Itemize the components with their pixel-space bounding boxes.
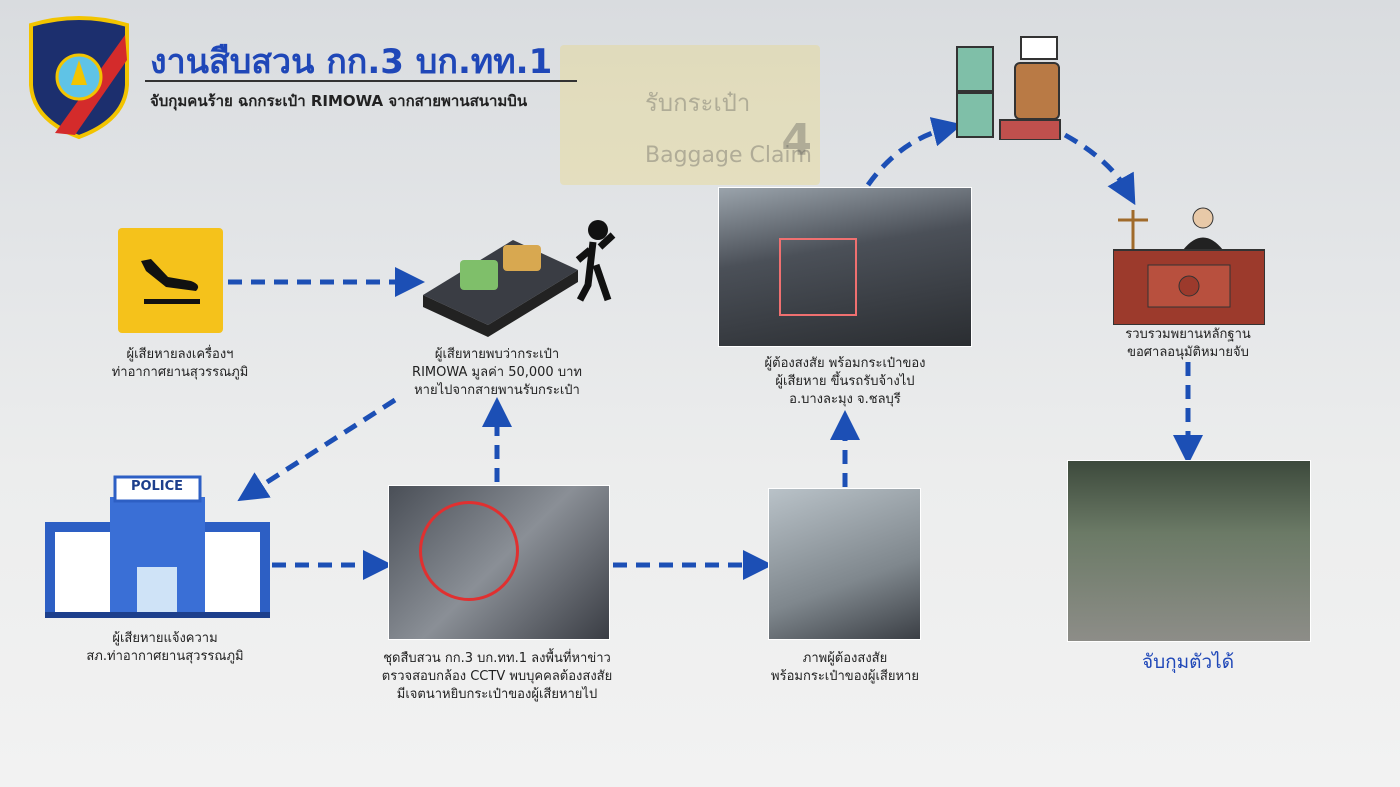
step-1-caption: ผู้เสียหายลงเครื่องฯท่าอากาศยานสุวรรณภูม…: [111, 347, 249, 380]
step-4-caption: ชุดสืบสวน กก.3 บก.ทท.1 ลงพื้นที่หาข่าวตร…: [381, 651, 613, 702]
step-7-caption: รวบรวมพยานหลักฐานขอศาลอนุมัติหมายจับ: [1125, 327, 1251, 360]
step-5-caption: ภาพผู้ต้องสงสัยพร้อมกระเป๋าของผู้เสียหาย: [771, 651, 919, 684]
tourist-police-logo: [29, 16, 129, 140]
sign-english: Baggage Claim: [645, 143, 812, 168]
highlight-circle: [419, 501, 519, 601]
arrow-docs-judge: [1063, 132, 1136, 206]
police-sign: POLICE: [130, 479, 184, 494]
sign-number: 4: [781, 115, 812, 166]
step-8-caption: จับกุมตัวได้: [1141, 651, 1235, 673]
judge-court-icon: [1113, 207, 1265, 325]
suspect-photo[interactable]: [768, 488, 921, 640]
title-divider: [145, 80, 577, 82]
page-subtitle: จับกุมคนร้าย ฉกกระเป๋า RIMOWA จากสายพานส…: [150, 92, 528, 110]
plane-landing-icon: [118, 228, 223, 333]
taxi-cctv-photo[interactable]: [718, 187, 972, 347]
police-station-icon: [45, 475, 270, 618]
evidence-documents-icon: [956, 36, 1061, 140]
step-6-caption: ผู้ต้องสงสัย พร้อมกระเป๋าของผู้เสียหาย ข…: [764, 356, 926, 407]
arrow-2-3: [237, 397, 397, 502]
luggage-conveyor-icon: [423, 220, 616, 337]
arrow-6-7: [865, 117, 963, 187]
step-3-caption: ผู้เสียหายแจ้งความสภ.ท่าอากาศยานสุวรรณภู…: [86, 631, 244, 664]
cctv-photo[interactable]: [388, 485, 610, 640]
arrest-photo[interactable]: [1067, 460, 1311, 642]
baggage-claim-sign: รับกระเป๋า Baggage Claim 4: [560, 45, 820, 185]
sign-thai: รับกระเป๋า: [645, 89, 751, 117]
page-title: งานสืบสวน กก.3 บก.ทท.1: [150, 42, 553, 82]
highlight-box: [779, 238, 857, 316]
